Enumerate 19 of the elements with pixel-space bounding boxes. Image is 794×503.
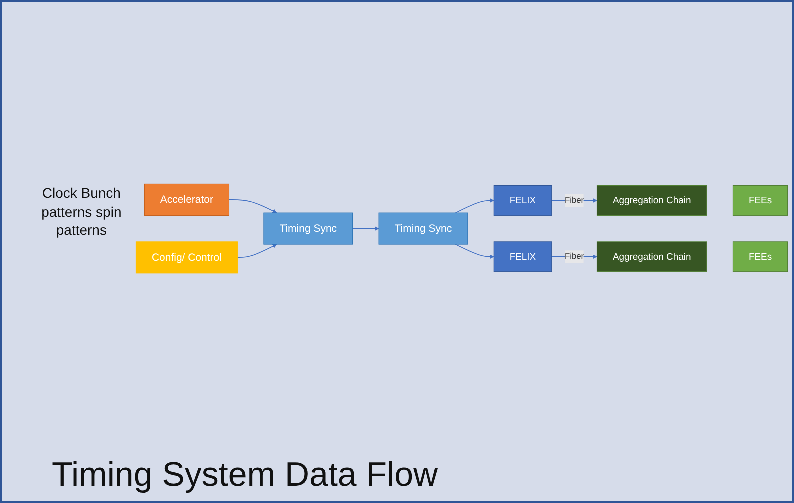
arrow xyxy=(455,244,494,260)
node-box: Config/ Control xyxy=(136,242,238,274)
node-note: Clock Bunch patterns spin patterns xyxy=(40,184,123,239)
arrow xyxy=(237,244,278,258)
arrow xyxy=(352,226,380,232)
node-box: Aggregation Chain xyxy=(596,242,708,272)
diagram-title: Timing System Data Flow xyxy=(51,456,440,496)
arrow xyxy=(455,198,494,214)
node-box: FELIX xyxy=(494,186,552,216)
node-box: FEEs xyxy=(732,242,788,272)
edge-label: Fiber xyxy=(564,196,584,206)
node-box: Aggregation Chain xyxy=(596,186,708,216)
node-box: Timing Sync xyxy=(264,212,354,245)
node-box: FEEs xyxy=(732,186,788,216)
arrow xyxy=(228,200,278,214)
edge-label: Fiber xyxy=(564,252,584,262)
node-box: Accelerator xyxy=(144,184,230,216)
node-box: FELIX xyxy=(494,242,552,272)
node-box: Timing Sync xyxy=(378,212,468,245)
